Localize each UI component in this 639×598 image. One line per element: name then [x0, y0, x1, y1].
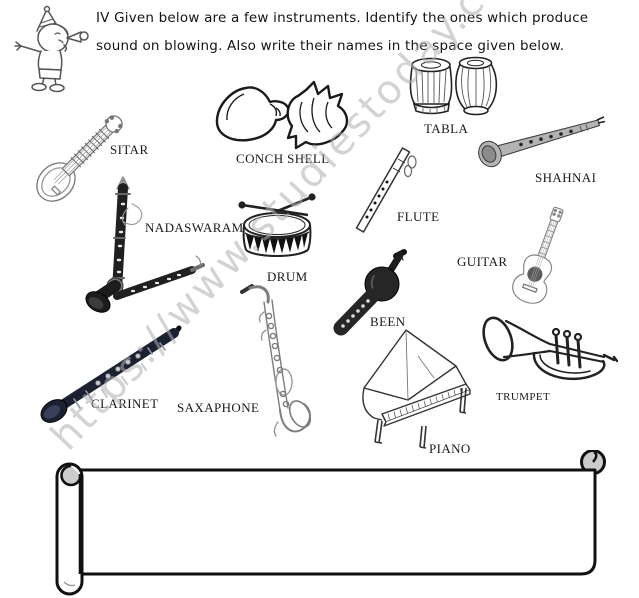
answer-area[interactable] — [84, 478, 584, 566]
sitar-figure — [28, 98, 128, 208]
shahnai-figure — [476, 112, 606, 178]
saxaphone-icon — [240, 284, 312, 437]
trumpet-figure — [476, 311, 618, 399]
piano-figure — [348, 326, 490, 452]
question-line-1: IV Given below are a few instruments. Id… — [96, 10, 589, 26]
guitar-figure — [500, 203, 578, 318]
saxaphone-figure — [220, 282, 318, 460]
trumpet-icon — [482, 316, 618, 381]
drum-figure — [236, 188, 318, 270]
conch-shell-figure — [210, 80, 355, 155]
guitar-icon — [512, 206, 564, 304]
scroll-banner-icon — [55, 449, 606, 596]
flute-figure — [346, 140, 424, 240]
been-icon — [333, 249, 407, 336]
shahnai-icon — [478, 116, 606, 168]
saxaphone-label: SAXAPHONE — [177, 400, 260, 415]
question-line-2: sound on blowing. Also write their names… — [96, 38, 565, 54]
clarinet-label: CLARINET — [91, 396, 159, 411]
guitar-label: GUITAR — [457, 254, 508, 269]
shahnai-label: SHAHNAI — [535, 170, 597, 185]
nadaswaram-label: NADASWARAM — [145, 220, 244, 235]
nadaswaram-figure — [84, 174, 206, 316]
been-figure — [332, 244, 420, 336]
been-label: BEEN — [370, 314, 406, 329]
drum-label: DRUM — [267, 269, 308, 284]
conch-shell-icon — [215, 80, 349, 150]
piano-icon — [362, 329, 471, 449]
clown-blowing-horn-icon — [14, 5, 89, 93]
sitar-icon — [36, 115, 123, 202]
tabla-label: TABLA — [424, 121, 469, 136]
flute-icon — [355, 147, 417, 233]
tabla-figure — [403, 54, 503, 118]
nadaswaram-icon — [85, 176, 205, 313]
clarinet-icon — [40, 325, 182, 423]
answer-scroll-banner — [44, 449, 616, 598]
clown-mascot-figure — [8, 5, 92, 93]
piano-label: PIANO — [429, 441, 471, 456]
conch-shell-label: CONCH SHELL — [236, 151, 330, 166]
clarinet-figure — [28, 324, 188, 424]
flute-label: FLUTE — [397, 209, 440, 224]
drum-icon — [238, 193, 316, 257]
tabla-icon — [409, 56, 498, 116]
sitar-label: SITAR — [110, 142, 149, 157]
trumpet-label: TRUMPET — [496, 391, 551, 403]
